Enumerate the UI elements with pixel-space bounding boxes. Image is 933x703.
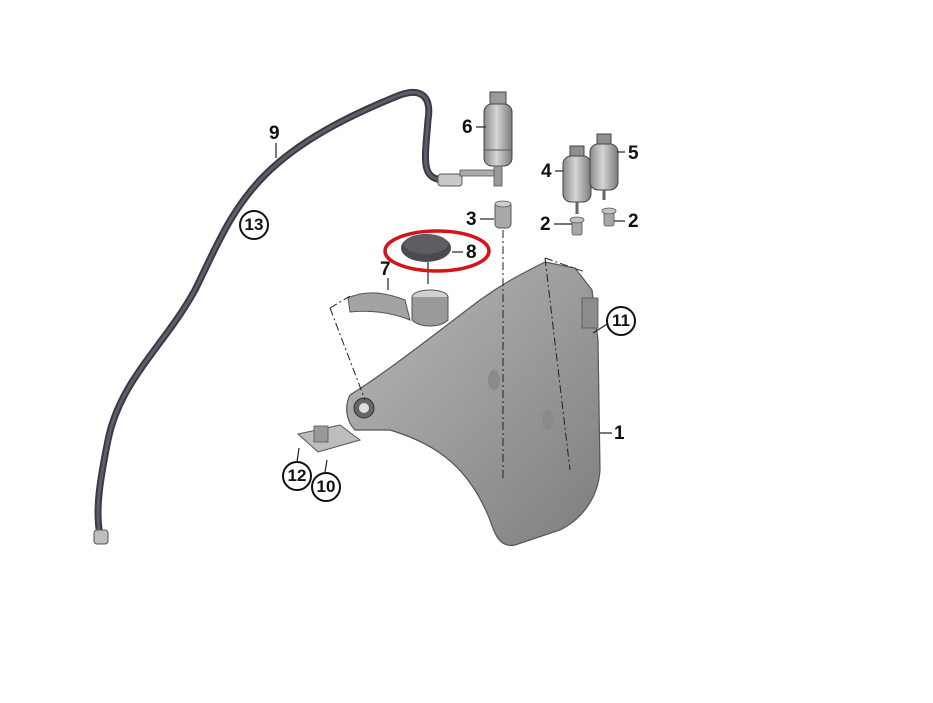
grommet-part-2 (569, 207, 617, 236)
pump-part-4 (562, 145, 592, 214)
callout-12[interactable]: 12 (282, 461, 312, 491)
assembly-lines (329, 230, 586, 480)
callout-9[interactable]: 9 (269, 123, 280, 144)
filler-cap-part-8 (401, 234, 451, 262)
filler-neck-part-7 (347, 289, 449, 327)
callout-6[interactable]: 6 (462, 117, 473, 138)
grommet-part-3 (494, 200, 512, 229)
pump-part-5 (589, 133, 619, 200)
callout-10[interactable]: 10 (311, 472, 341, 502)
pump-part-6 (459, 91, 513, 187)
callout-2-left[interactable]: 2 (540, 214, 551, 235)
highlight-ellipse (383, 229, 491, 273)
leader-lines (275, 126, 625, 473)
reservoir-part-1 (346, 261, 601, 547)
callout-2-right[interactable]: 2 (628, 211, 639, 232)
callout-7[interactable]: 7 (380, 259, 391, 280)
callout-4[interactable]: 4 (541, 161, 552, 182)
callout-8[interactable]: 8 (466, 242, 477, 263)
callout-3[interactable]: 3 (466, 209, 477, 230)
callout-11[interactable]: 11 (606, 306, 636, 336)
callout-5[interactable]: 5 (628, 143, 639, 164)
bracket-part-10-12 (296, 424, 362, 453)
callout-1[interactable]: 1 (614, 423, 625, 444)
hose-part-9 (93, 88, 463, 545)
callout-13[interactable]: 13 (239, 210, 269, 240)
